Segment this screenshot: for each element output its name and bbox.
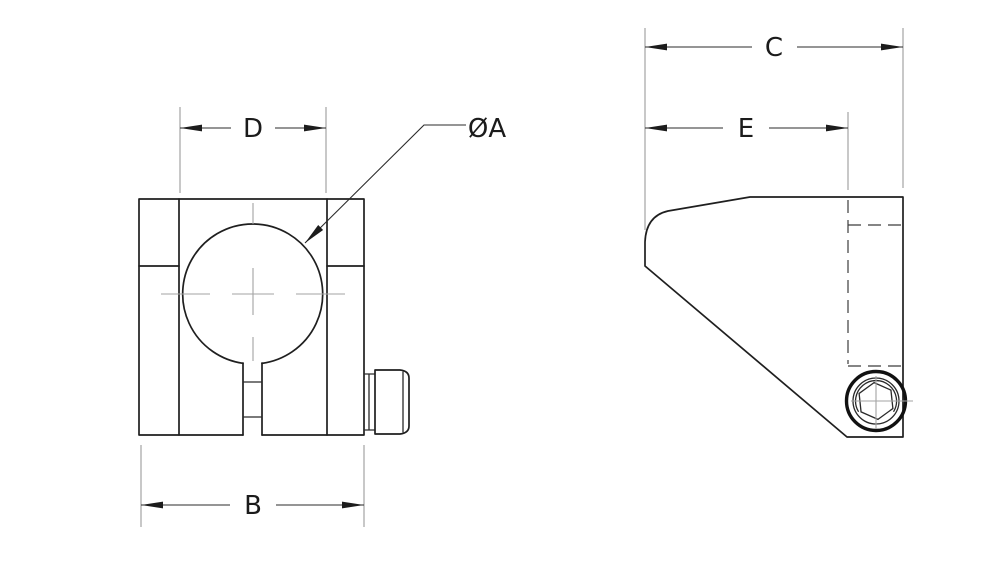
bore-leader-line [304, 124, 466, 244]
screw-head-profile [374, 369, 410, 435]
dim-c-arrow-left [645, 43, 667, 51]
dim-c-arrow-right [881, 43, 903, 51]
dim-e-label: E [738, 114, 754, 144]
dim-b-label: B [244, 491, 262, 521]
clamp-slot [242, 362, 263, 436]
dim-e-arrow-right [826, 124, 848, 132]
dim-b-arrow-left [141, 501, 163, 509]
side-view: C E [644, 28, 913, 438]
dim-c-extension-lines [644, 28, 904, 230]
front-inner-vertical-edges [178, 198, 328, 436]
dim-d-arrow-left [180, 124, 202, 132]
dim-b-extension-lines [140, 445, 365, 527]
hidden-screw-hole-lines [847, 200, 903, 364]
socket-screw-end-view [844, 369, 913, 433]
bore-circle [181, 223, 324, 365]
dim-e-arrow-left [645, 124, 667, 132]
screw-centerlines [851, 376, 913, 429]
clamp-screw-side-profile [363, 369, 410, 435]
screw-hex-socket [858, 381, 894, 421]
bore-diameter-label: ØA [468, 114, 506, 144]
dim-d-extension-lines [179, 107, 327, 193]
dim-b-arrow-right [342, 501, 364, 509]
dim-d-label: D [243, 114, 263, 144]
dim-c-label: C [765, 33, 783, 63]
side-profile-outline [644, 196, 904, 438]
screw-neck [363, 373, 376, 431]
dim-c-group: C [644, 28, 904, 230]
front-view: D ØA B [138, 107, 506, 527]
bore-leader-group: ØA [304, 114, 506, 244]
dim-d-group: D [179, 107, 327, 193]
cross-hole-edges [242, 381, 263, 418]
dim-e-group: E [645, 112, 849, 190]
dim-d-arrow-right [304, 124, 326, 132]
bore-centerlines [161, 203, 345, 361]
front-body-outline [138, 198, 365, 436]
bore-leader-arrow [305, 225, 324, 243]
dim-b-group: B [140, 445, 365, 527]
